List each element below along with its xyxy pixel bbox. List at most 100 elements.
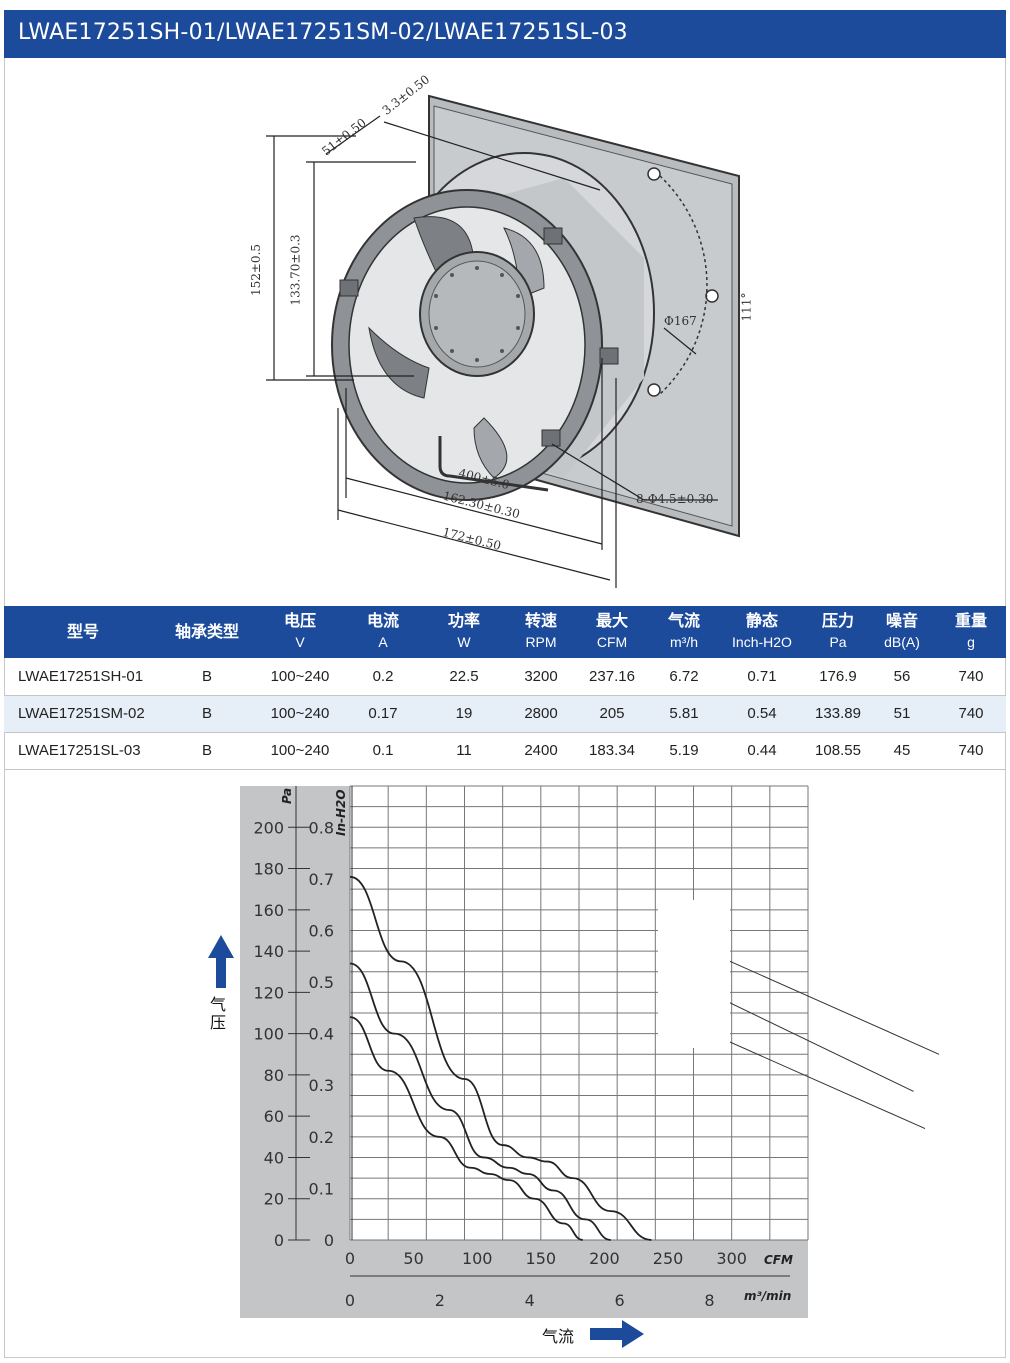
cell-airflow: 5.81 <box>652 695 716 733</box>
cell-speed: 3200 <box>510 658 572 696</box>
x-tick-label-secondary: 8 <box>704 1291 714 1310</box>
cell-noise: 56 <box>868 658 936 696</box>
front-lug <box>599 347 619 365</box>
cell-airflow: 6.72 <box>652 658 716 696</box>
x-unit-secondary: m³/min <box>744 1289 791 1303</box>
arrow-right-icon <box>590 1320 644 1348</box>
y-tick-label: 120 <box>253 983 284 1002</box>
cell-inch-h2o: 0.44 <box>716 732 808 770</box>
fan-drawing: 51±0.50 3.3±0.50 152±0.5 133.70±0.3 Φ167… <box>4 58 1006 606</box>
performance-chart-svg: 02040608010012014016018020000.10.20.30.4… <box>208 785 940 1348</box>
x-tick-label-secondary: 2 <box>435 1291 445 1310</box>
cell-pressure: 176.9 <box>808 658 868 696</box>
cell-inch-h2o: 0.71 <box>716 658 808 696</box>
angle-arc <box>659 175 708 395</box>
mount-hole <box>705 289 719 303</box>
cell-voltage: 100~240 <box>252 732 348 770</box>
fan-hub-face <box>428 260 526 368</box>
cell-current: 0.2 <box>348 658 418 696</box>
axes: 02040608010012014016018020000.10.20.30.4… <box>253 786 790 1310</box>
dim-height-outer: 152±0.5 <box>249 243 264 297</box>
fan-drawing-svg <box>266 94 740 588</box>
dim-diameter: Φ167 <box>664 314 697 328</box>
cell-weight: 740 <box>936 695 1006 733</box>
cell-weight: 740 <box>936 658 1006 696</box>
cell-cfm: 205 <box>572 695 652 733</box>
y-tick-label: 100 <box>253 1025 284 1044</box>
table-row: LWAE17251SM-02 B 100~240 0.17 19 2800 20… <box>4 695 1006 733</box>
y-tick-label-secondary: 0 <box>324 1231 334 1250</box>
series-curve-h <box>349 875 652 1241</box>
arrow-up-icon <box>208 935 234 988</box>
y-tick-label: 20 <box>264 1190 284 1209</box>
series-curve-m <box>349 962 611 1241</box>
y-tick-label: 0 <box>274 1231 284 1250</box>
cell-power: 19 <box>418 695 510 733</box>
x-tick-label: 0 <box>345 1249 355 1268</box>
cell-voltage: 100~240 <box>252 658 348 696</box>
x-tick-label: 50 <box>403 1249 423 1268</box>
dimension-lines <box>266 115 718 588</box>
cell-cfm: 183.34 <box>572 732 652 770</box>
y-tick-label: 140 <box>253 942 284 961</box>
y-tick-label: 40 <box>264 1148 284 1167</box>
cell-model: LWAE17251SM-02 <box>4 695 162 733</box>
y-tick-label-secondary: 0.5 <box>309 973 334 992</box>
y-tick-label-secondary: 0.2 <box>309 1128 334 1147</box>
y-unit-secondary: In-H2O <box>334 789 348 836</box>
grid <box>349 785 809 1241</box>
mount-hole <box>647 167 661 181</box>
x-axis-label: 气流 <box>542 1327 574 1346</box>
cell-voltage: 100~240 <box>252 695 348 733</box>
y-tick-label-secondary: 0.4 <box>309 1025 334 1044</box>
dim-height-inner: 133.70±0.3 <box>288 234 303 306</box>
cell-pressure: 108.55 <box>808 732 868 770</box>
col-header: 型号 <box>66 623 99 641</box>
cell-inch-h2o: 0.54 <box>716 695 808 733</box>
cell-bearing: B <box>162 732 252 770</box>
cell-weight: 740 <box>936 732 1006 770</box>
front-lug <box>543 227 563 245</box>
cell-power: 22.5 <box>418 658 510 696</box>
y-tick-label-secondary: 0.8 <box>309 818 334 837</box>
lead-cable <box>438 436 549 492</box>
legend-box <box>658 900 730 1048</box>
front-lug <box>339 279 359 297</box>
title-bar: LWAE17251SH-01/LWAE17251SM-02/LWAE17251S… <box>4 10 1006 58</box>
cell-model: LWAE17251SH-01 <box>4 658 162 696</box>
mount-hole <box>647 383 661 397</box>
y-tick-label: 180 <box>253 860 284 879</box>
x-tick-label-secondary: 0 <box>345 1291 355 1310</box>
cell-pressure: 133.89 <box>808 695 868 733</box>
cell-power: 11 <box>418 732 510 770</box>
dim-holes: 8-Φ4.5±0.30 <box>636 492 714 506</box>
cell-noise: 51 <box>868 695 936 733</box>
y-tick-label-secondary: 0.3 <box>309 1076 334 1095</box>
x-tick-label-secondary: 4 <box>525 1291 535 1310</box>
cell-cfm: 237.16 <box>572 658 652 696</box>
y-tick-label: 160 <box>253 901 284 920</box>
cell-current: 0.17 <box>348 695 418 733</box>
x-tick-label: 300 <box>716 1249 747 1268</box>
x-tick-label: 100 <box>462 1249 493 1268</box>
cell-current: 0.1 <box>348 732 418 770</box>
cell-airflow: 5.19 <box>652 732 716 770</box>
y-tick-label-secondary: 0.7 <box>309 870 334 889</box>
fan-blade <box>473 417 508 479</box>
y-axis-label-2: 压 <box>210 1013 226 1032</box>
table-row: LWAE17251SH-01 B 100~240 0.2 22.5 3200 2… <box>4 658 1006 696</box>
fan-blade <box>368 326 430 399</box>
cell-noise: 45 <box>868 732 936 770</box>
x-tick-label: 150 <box>526 1249 557 1268</box>
dim-angle: 111° <box>739 292 754 322</box>
fan-blade <box>503 227 545 299</box>
